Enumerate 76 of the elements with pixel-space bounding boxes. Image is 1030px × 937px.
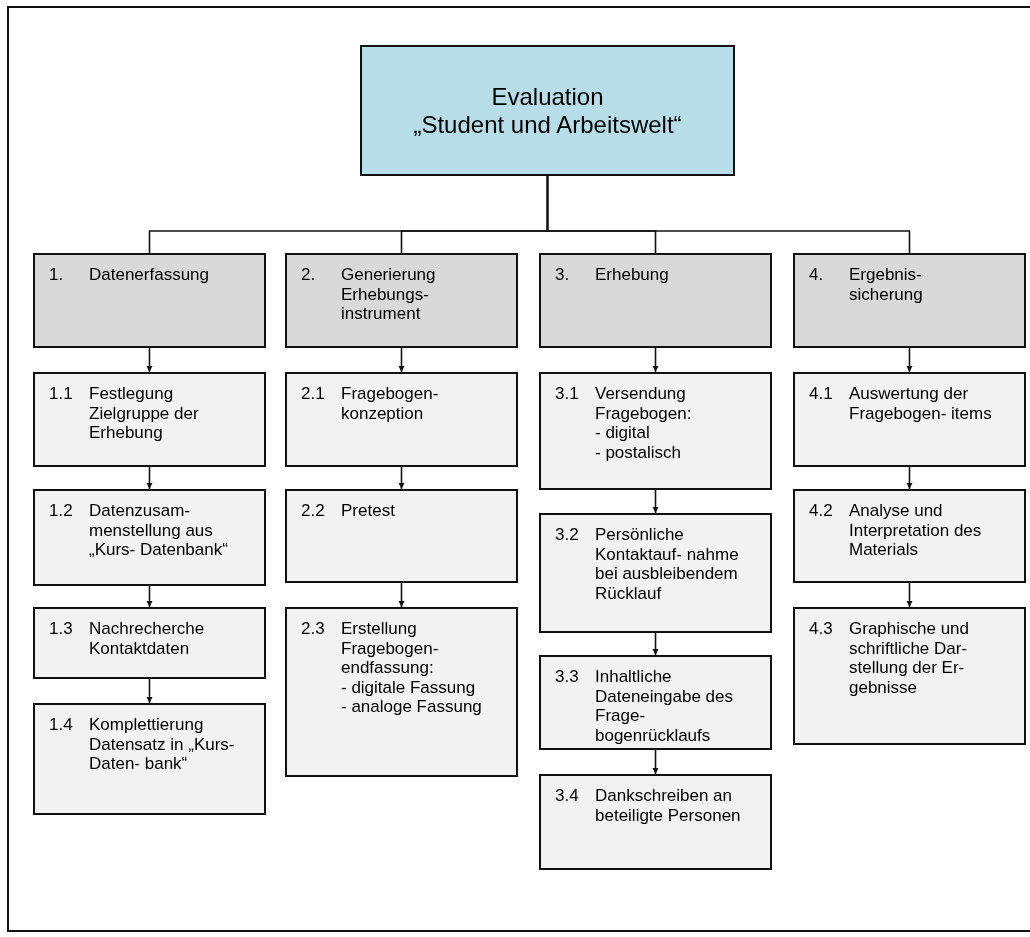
step-number: 4.1	[809, 384, 833, 404]
task-box	[793, 372, 1026, 467]
arrow	[652, 632, 659, 656]
step-label: Ergebnis- sicherung	[849, 265, 924, 305]
step-label: Dankschreiben an beteiligte Personen	[595, 786, 742, 826]
step-label: Festlegung Zielgruppe der Erhebung	[89, 384, 200, 443]
task-box	[539, 372, 772, 490]
task-box	[539, 513, 772, 633]
step-label: Persönliche Kontaktauf- nahme bei ausbleibendem Rücklauf	[595, 525, 740, 604]
task-box	[33, 607, 266, 679]
phase-box	[33, 253, 266, 348]
task-box	[793, 489, 1026, 583]
step-label: Pretest	[341, 501, 396, 521]
step-number: 2.2	[301, 501, 325, 521]
arrow	[146, 678, 153, 704]
arrow	[906, 582, 913, 608]
list-item: - postalisch	[595, 442, 682, 463]
arrow	[906, 466, 913, 490]
title-box	[360, 45, 735, 176]
step-number: 3.3	[555, 667, 579, 687]
step-label: Versendung Fragebogen:	[595, 384, 693, 424]
step-label: Fragebogen- konzeption	[341, 384, 440, 424]
step-number: 3.4	[555, 786, 579, 806]
step-number: 3.	[555, 265, 570, 285]
arrow	[398, 347, 405, 373]
task-box	[285, 372, 518, 467]
step-label: Nachrecherche Kontaktdaten	[89, 619, 206, 659]
step-number: 2.3	[301, 619, 325, 639]
step-label: Generierung Erhebungs- instrument	[341, 265, 437, 324]
arrow	[146, 347, 153, 373]
arrow	[398, 582, 405, 608]
phase-box	[285, 253, 518, 348]
step-number: 3.1	[555, 384, 579, 404]
step-label: Erstellung Fragebogen- endfassung:	[341, 619, 440, 678]
step-number: 3.2	[555, 525, 579, 545]
step-label: Datenzusam- menstellung aus „Kurs- Datenbank“	[89, 501, 229, 560]
step-label: Inhaltliche Dateneingabe des Frage- bogenrücklaufs	[595, 667, 734, 746]
title-text: Evaluation	[491, 82, 604, 111]
step-number: 1.3	[49, 619, 73, 639]
step-label: Auswertung der Fragebogen- items	[849, 384, 993, 424]
list-item: - digital	[595, 423, 651, 443]
task-box	[793, 607, 1026, 745]
phase-box	[793, 253, 1026, 348]
arrow	[398, 466, 405, 490]
task-box	[539, 774, 772, 870]
step-number: 4.3	[809, 619, 833, 639]
connector-line	[546, 175, 911, 254]
task-box	[33, 372, 266, 467]
task-box	[33, 703, 266, 815]
step-label: Datenerfassung	[89, 265, 211, 285]
arrow	[146, 585, 153, 608]
task-box	[539, 655, 772, 750]
step-label: Komplettierung Datensatz in „Kurs-Daten- bank“	[89, 715, 236, 774]
task-box	[33, 489, 266, 586]
step-number: 1.1	[49, 384, 73, 404]
arrow	[906, 347, 913, 373]
arrow	[652, 489, 659, 514]
list-item: - analoge Fassung	[341, 697, 483, 717]
step-label: Analyse und Interpretation des Materials	[849, 501, 983, 560]
step-label: Graphische und schriftliche Dar- stellung der Er- gebnisse	[849, 619, 971, 698]
step-number: 4.	[809, 265, 824, 285]
step-number: 2.1	[301, 384, 325, 404]
arrow	[652, 749, 659, 775]
arrow	[652, 347, 659, 373]
step-number: 2.	[301, 265, 316, 285]
step-label: Erhebung	[595, 265, 670, 285]
title-text: „Student und Arbeitswelt“	[413, 110, 682, 139]
step-number: 4.2	[809, 501, 833, 521]
task-box	[285, 489, 518, 583]
task-box	[285, 607, 518, 777]
step-number: 1.2	[49, 501, 73, 521]
step-number: 1.4	[49, 715, 73, 735]
arrow	[146, 466, 153, 490]
step-number: 1.	[49, 265, 64, 285]
list-item: - digitale Fassung	[341, 677, 477, 698]
phase-box	[539, 253, 772, 348]
